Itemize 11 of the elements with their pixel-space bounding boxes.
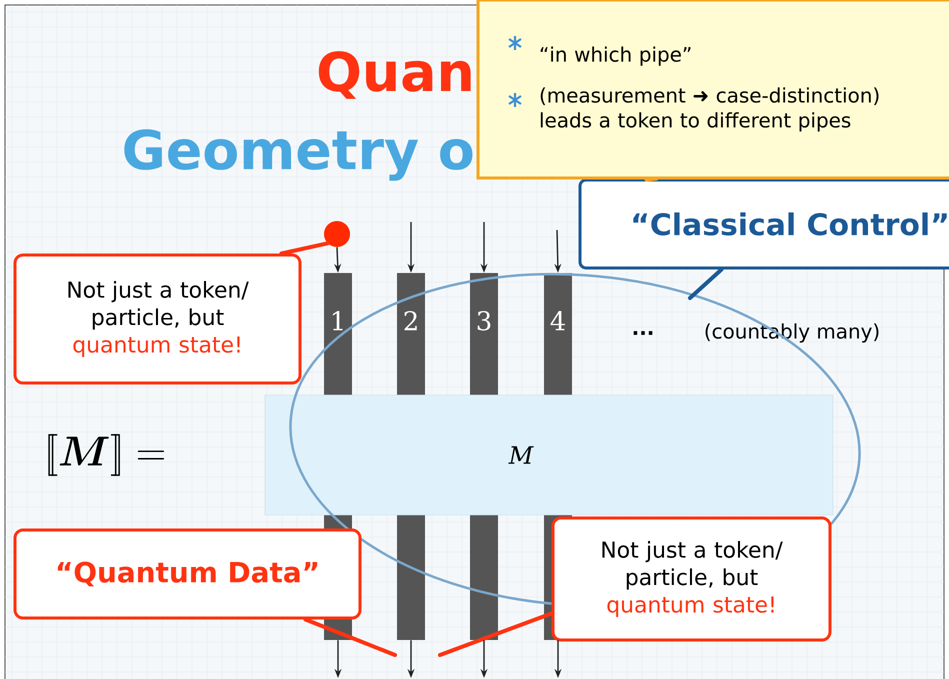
callout-box: “in which pipe” (measurement ➜ case-distinction) leads a token to different pipes xyxy=(476,0,949,180)
title-text: Geometry o xyxy=(124,129,472,181)
token-dot xyxy=(324,221,350,247)
callout-box: Not just a token/ particle, but quantum state! xyxy=(552,516,832,642)
title-text: Quan xyxy=(318,51,471,99)
note-text: (countably many) xyxy=(706,323,878,343)
formula: $[\![\boldsymbol{M}]\!] =$ xyxy=(48,434,164,476)
callout-box: “Classical Control” xyxy=(578,178,949,270)
ellipsis: ... xyxy=(634,331,652,335)
callout-box: Not just a token/ particle, but quantum state! xyxy=(14,254,302,384)
callout-box: “Quantum Data” xyxy=(14,528,362,620)
